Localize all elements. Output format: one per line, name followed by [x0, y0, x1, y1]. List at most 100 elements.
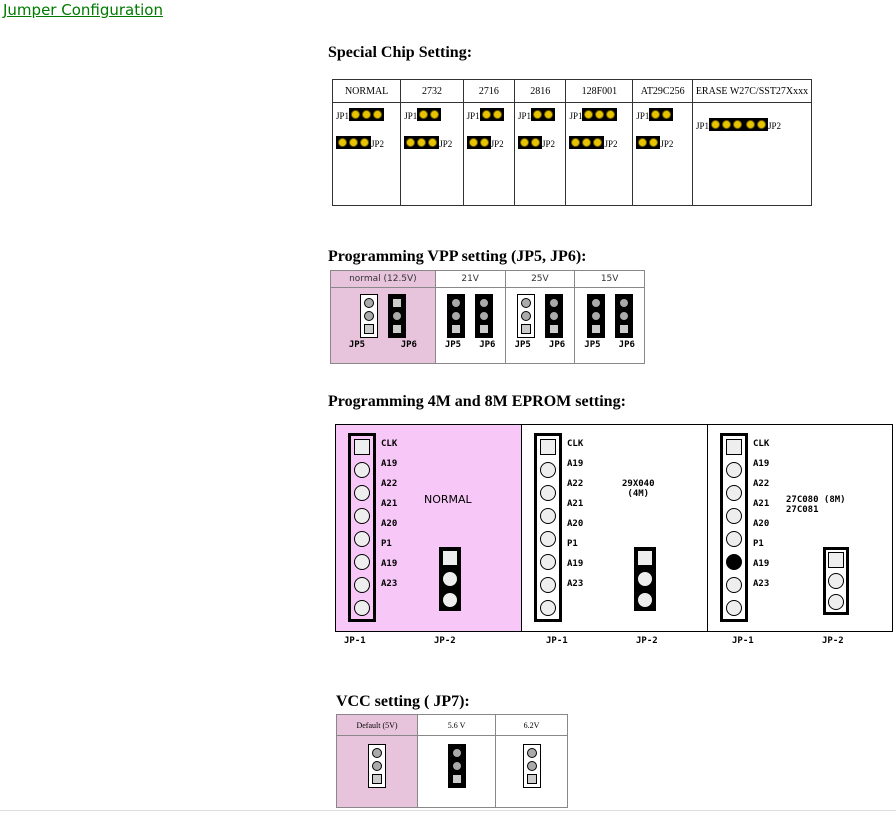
normal-label: NORMAL: [424, 493, 472, 506]
vpp-cell: JP5 JP6: [330, 287, 436, 364]
jp1-label: JP1: [636, 111, 650, 121]
jp2-header: [823, 547, 849, 615]
vcc-heading: VCC setting ( JP7):: [336, 693, 470, 710]
vpp-cell: JP5 JP6: [574, 287, 645, 364]
col-normal: NORMAL: [331, 79, 402, 103]
vpp-cell: JP5 JP6: [434, 287, 506, 364]
jp2-label: JP2: [660, 139, 674, 149]
jp5-label: JP5: [444, 340, 462, 350]
eprom-heading: Programming 4M and 8M EPROM setting:: [328, 393, 626, 410]
col-2716: 2716: [462, 79, 516, 103]
jumper-column: [387, 294, 406, 338]
jp1-label: JP1: [518, 111, 532, 121]
jp1-header: [348, 433, 376, 622]
vpp-table: normal (12.5V) 21V 25V 15V JP5 JP6 JP5 JP6…: [330, 270, 645, 364]
page-title-link[interactable]: Jumper Configuration: [3, 1, 163, 19]
vcc-col-default: Default (5V): [336, 714, 418, 736]
vcc-col-56v: 5.6 V: [416, 714, 497, 736]
jp6-label: JP6: [618, 340, 635, 350]
jumper-block: [466, 136, 491, 149]
jumper-column: [368, 744, 386, 788]
jp1-label: JP1: [466, 111, 480, 121]
jumper-block: [518, 136, 543, 149]
vpp-col-15v: 15V: [574, 270, 645, 288]
jp2-label: JP2: [768, 121, 782, 131]
col-128f001: 128F001: [565, 79, 634, 103]
jumper-block: [531, 108, 556, 121]
jp6-label: JP6: [479, 340, 496, 350]
special-chip-heading: Special Chip Setting:: [328, 44, 473, 61]
jp2-label: JP2: [604, 139, 618, 149]
jumper-column: [447, 744, 466, 788]
jumper-block: [404, 136, 440, 149]
jumper-column: [475, 294, 494, 338]
vcc-cell: [336, 735, 418, 808]
vpp-col-25v: 25V: [504, 270, 576, 288]
jumper-column: [586, 294, 605, 338]
jp2-header: [439, 547, 461, 611]
jumper-block: [582, 108, 618, 121]
jumper-column: [522, 744, 541, 788]
vcc-cell: [495, 735, 568, 808]
jp1-label: JP1: [696, 121, 710, 131]
col-erase: ERASE W27C/SST27Xxxx: [692, 79, 812, 103]
jumper-block: [744, 118, 769, 131]
vcc-col-62v: 6.2V: [495, 714, 568, 736]
bottom-divider: [0, 810, 896, 811]
jp6-label: JP6: [548, 340, 566, 350]
jumper-column: [516, 294, 535, 338]
jp2-header: [634, 547, 656, 611]
jp2-label: JP2: [490, 139, 504, 149]
jp1-label: JP1: [336, 111, 350, 121]
jp5-label: JP5: [348, 340, 366, 350]
vpp-cell: JP5 JP6: [504, 287, 576, 364]
jp2-label: JP2: [542, 139, 556, 149]
col-at29c256: AT29C256: [632, 79, 693, 103]
jp1-label: JP1: [404, 111, 418, 121]
jp6-label: JP6: [400, 340, 417, 350]
jumper-block: [336, 136, 371, 149]
jp5-label: JP5: [584, 340, 601, 350]
jumper-block: [569, 136, 605, 149]
jumper-column: [614, 294, 633, 338]
jp5-label: JP5: [514, 340, 531, 350]
col-2732: 2732: [400, 79, 464, 103]
jp1-header: [534, 433, 562, 622]
jumper-block: [417, 108, 442, 121]
vpp-col-normal: normal (12.5V): [330, 270, 436, 288]
jumper-block: [709, 118, 745, 131]
8m-label: 27C080 (8M)27C081: [786, 495, 846, 515]
vcc-cell: [416, 735, 497, 808]
jumper-cell: JP1 JP2: [692, 102, 812, 206]
vpp-heading: Programming VPP setting (JP5, JP6):: [328, 248, 587, 265]
jumper-block: [636, 136, 661, 149]
eprom-footers: JP-1 JP-2 JP-1 JP-2 JP-1 JP-2: [344, 636, 844, 646]
col-2816: 2816: [514, 79, 567, 103]
jumper-block: [349, 108, 385, 121]
jumper-column: [544, 294, 563, 338]
jumper-block: [479, 108, 504, 121]
jumper-block: [649, 108, 674, 121]
special-chip-table: NORMAL 2732 2716 2816 128F001 AT29C256 E…: [331, 79, 812, 206]
jp2-label: JP2: [371, 139, 385, 149]
4m-label: 29X040(4M): [622, 479, 655, 499]
vcc-table: Default (5V) 5.6 V 6.2V: [336, 714, 568, 808]
jp1-label: JP1: [569, 111, 583, 121]
vpp-col-21v: 21V: [434, 270, 506, 288]
jp2-label: JP2: [439, 139, 453, 149]
jumper-column: [447, 294, 466, 338]
jp1-header: [720, 433, 748, 622]
